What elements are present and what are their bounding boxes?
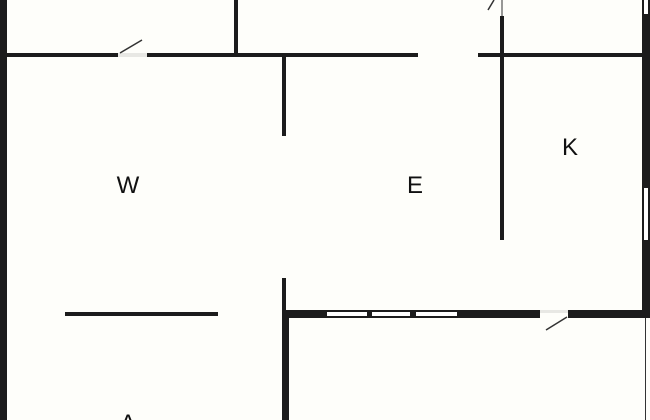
top-interior-wall-right (478, 53, 642, 57)
door-opening-top-left (118, 53, 147, 57)
left-exterior-wall (0, 0, 7, 420)
room-label-w: W (116, 172, 140, 199)
room-label-a: A (120, 410, 136, 420)
kitchen-partition-wall (500, 16, 504, 240)
freestanding-wall (65, 312, 218, 316)
window-pane-1 (327, 312, 367, 316)
window-right-kitchen (644, 188, 648, 240)
room-label-e: E (406, 172, 424, 199)
door-opening-lower (540, 310, 568, 313)
room-label-k: K (561, 134, 579, 161)
right-exterior-wall (642, 0, 650, 318)
window-pane-2 (372, 312, 410, 316)
top-interior-wall-middle (147, 53, 418, 57)
w-e-partition-upper (282, 57, 286, 136)
door-swing-lower (545, 316, 568, 331)
top-interior-wall-left (7, 53, 118, 57)
w-e-partition-lower (282, 278, 286, 312)
window-right-top (644, 0, 648, 14)
lower-room-left-wall (282, 310, 289, 420)
lower-room-top-wall-right (568, 310, 650, 318)
door-swing-top-right (487, 0, 495, 11)
upper-partition-wall (234, 0, 238, 55)
window-pane-3 (416, 312, 457, 316)
lower-room-top-wall (282, 310, 540, 318)
door-swing-top-left (119, 39, 143, 54)
